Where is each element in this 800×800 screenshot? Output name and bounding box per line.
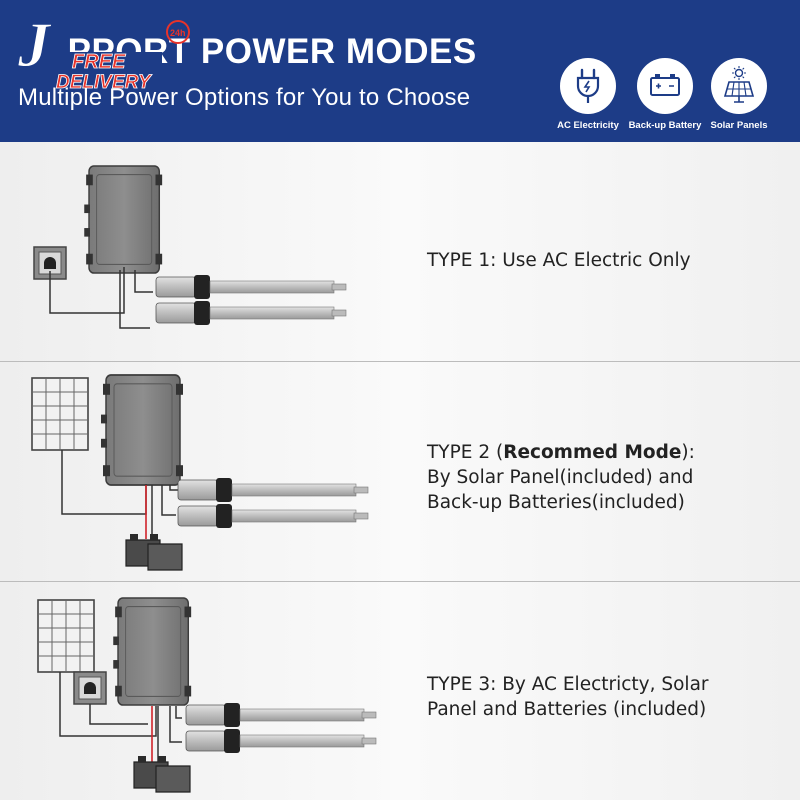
- divider: [0, 361, 800, 362]
- svg-text:J: J: [17, 9, 52, 80]
- type1-diagram: [33, 165, 347, 329]
- power-options: AC Electricity Back-up Battery Solar Pan…: [545, 58, 785, 138]
- type3-line2: Panel and Batteries (included): [427, 699, 707, 720]
- type2-line2: By Solar Panel(included) and: [427, 467, 694, 488]
- type1-description: TYPE 1: Use AC Electric Only: [427, 250, 691, 271]
- ac-electricity-option: [560, 58, 616, 114]
- svg-text:24h: 24h: [170, 28, 186, 38]
- page-subtitle: Multiple Power Options for You to Choose: [18, 84, 471, 111]
- backup-battery-label: Back-up Battery: [628, 120, 702, 131]
- type3-line1: TYPE 3: By AC Electricty, Solar: [427, 674, 709, 695]
- svg-text:DELIVERY: DELIVERY: [56, 72, 153, 93]
- type2-line1: TYPE 2 (Recommed Mode):: [427, 442, 695, 463]
- divider: [0, 581, 800, 582]
- header-banner: SUPPORT POWER MODES Multiple Power Optio…: [0, 0, 800, 142]
- type3-diagram: [37, 597, 377, 793]
- svg-text:FREE: FREE: [72, 51, 126, 73]
- solar-panels-option: [711, 58, 767, 114]
- type2-line3: Back-up Batteries(included): [427, 492, 685, 513]
- type3-description: TYPE 3: By AC Electricty, Solar Panel an…: [427, 672, 709, 722]
- type2-description: TYPE 2 (Recommed Mode): By Solar Panel(i…: [427, 440, 695, 515]
- plug-icon: [576, 68, 600, 103]
- solar-panel-icon: [723, 66, 755, 103]
- free-delivery-logo: J FREE DELIVERY 24h: [12, 9, 190, 93]
- solar-panels-label: Solar Panels: [710, 120, 768, 131]
- clock-icon: [166, 20, 190, 44]
- ac-electricity-label: AC Electricity: [557, 120, 619, 131]
- backup-battery-option: [637, 58, 693, 114]
- battery-icon: [650, 74, 680, 96]
- type2-diagram: [31, 374, 369, 571]
